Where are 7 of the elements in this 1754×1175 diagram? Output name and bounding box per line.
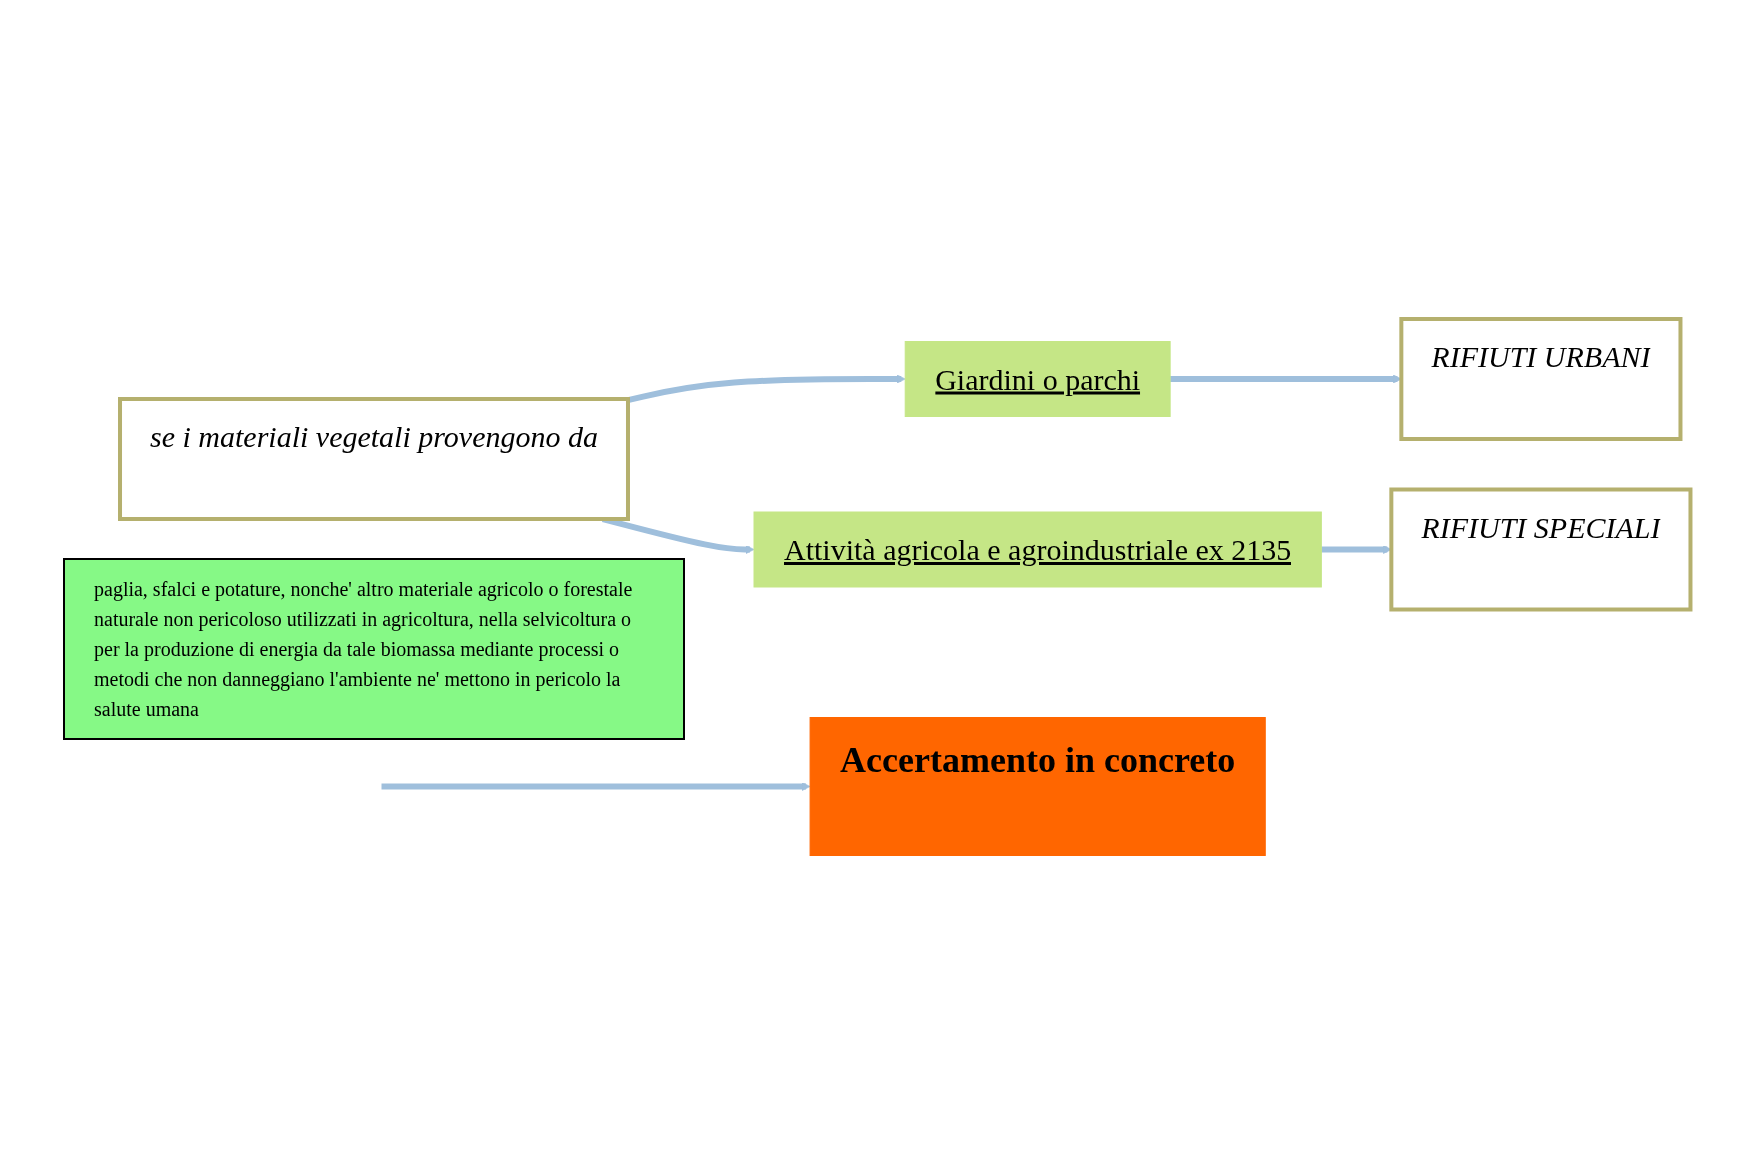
- node-box: Giardini o parchi: [904, 341, 1171, 418]
- node-box: paglia, sfalci e potature, nonche' altro materiale agricolo o forestale naturale non pericoloso utilizzati in agricoltura, nella selvicoltura o per la produzione di energia da tale biomassa mediante processi o metodi che non danneggiano l'ambiente ne' mettono in pericolo la salute umana: [62, 558, 685, 741]
- arrow: [627, 374, 906, 404]
- node-box: Accertamento in concreto: [809, 717, 1266, 857]
- arrow: [381, 782, 811, 792]
- node-box: Attività agricola e agroindustriale ex 2135: [753, 511, 1322, 588]
- node-box: se i materiali vegetali provengono da: [117, 397, 630, 522]
